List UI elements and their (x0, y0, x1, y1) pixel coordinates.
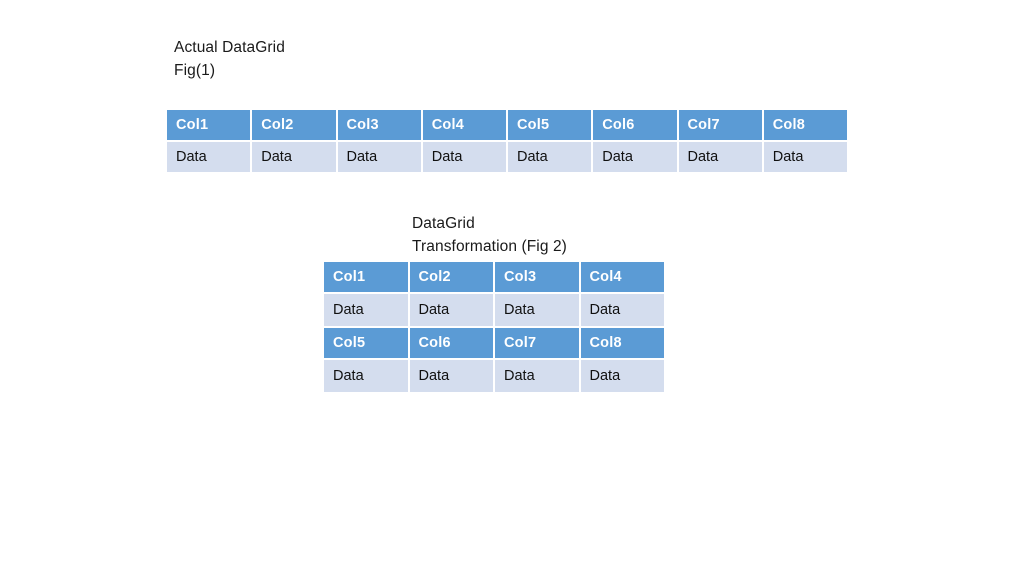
column-header-cell[interactable]: Col8 (580, 328, 664, 358)
data-cell: Data (580, 360, 664, 392)
column-header-cell[interactable]: Col3 (495, 262, 579, 292)
column-header-cell[interactable]: Col8 (763, 110, 847, 140)
data-cell: Data (324, 294, 408, 326)
column-header-cell[interactable]: Col7 (678, 110, 762, 140)
data-cell: Data (409, 294, 493, 326)
figure2-caption: DataGrid Transformation (Fig 2) (412, 215, 567, 255)
column-header-cell[interactable]: Col1 (324, 262, 408, 292)
data-cell: Data (337, 142, 421, 172)
column-header-cell[interactable]: Col4 (422, 110, 506, 140)
data-cell: Data (678, 142, 762, 172)
data-cell: Data (409, 360, 493, 392)
column-header-cell[interactable]: Col5 (324, 328, 408, 358)
data-cell: Data (495, 360, 579, 392)
figure1-caption: Actual DataGrid Fig(1) (174, 39, 285, 79)
column-header-cell[interactable]: Col6 (593, 110, 677, 140)
column-header-cell[interactable]: Col5 (508, 110, 592, 140)
data-cell: Data (763, 142, 847, 172)
column-header-cell[interactable]: Col6 (409, 328, 493, 358)
column-header-cell[interactable]: Col3 (337, 110, 421, 140)
column-header-cell[interactable]: Col4 (580, 262, 664, 292)
data-cell: Data (324, 360, 408, 392)
data-cell: Data (508, 142, 592, 172)
column-header-cell[interactable]: Col1 (167, 110, 251, 140)
data-cell: Data (167, 142, 251, 172)
column-header-cell[interactable]: Col7 (495, 328, 579, 358)
column-header-cell[interactable]: Col2 (409, 262, 493, 292)
data-cell: Data (252, 142, 336, 172)
data-cell: Data (495, 294, 579, 326)
column-header-cell[interactable]: Col2 (252, 110, 336, 140)
data-cell: Data (422, 142, 506, 172)
data-cell: Data (580, 294, 664, 326)
data-cell: Data (593, 142, 677, 172)
